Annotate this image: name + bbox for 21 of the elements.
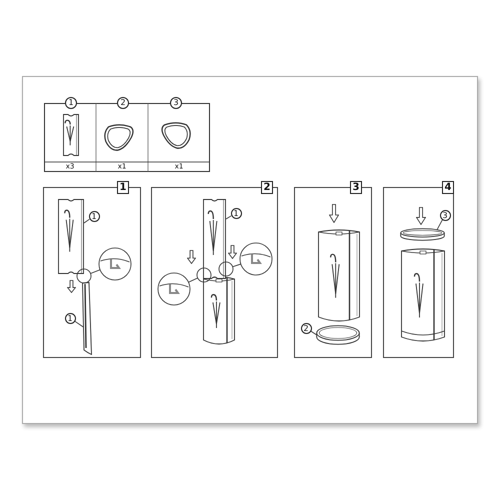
callout-number: 3: [170, 97, 182, 109]
panel-drawing: [203, 199, 226, 279]
panel-drawing: [82, 282, 92, 355]
callout-number: 1: [65, 97, 77, 109]
panel-drawing: [58, 199, 84, 274]
callout-number: 2: [117, 97, 129, 109]
ring-drawing: [316, 325, 360, 345]
callout-number: 1: [64, 312, 76, 324]
step-number: 4: [442, 181, 454, 194]
leader-line: [436, 219, 443, 230]
callout-number: 1: [230, 208, 242, 218]
leader-line: [226, 215, 232, 220]
step-number: 3: [350, 181, 362, 194]
callout-number: 2: [300, 322, 312, 334]
ring-drawing: [400, 228, 445, 241]
step-number: 1: [117, 181, 129, 194]
leader-line: [84, 218, 90, 224]
callout-number: 1: [88, 210, 100, 222]
callout-number: 3: [440, 210, 450, 220]
step-number: 2: [261, 181, 273, 194]
leader-line: [74, 320, 84, 328]
